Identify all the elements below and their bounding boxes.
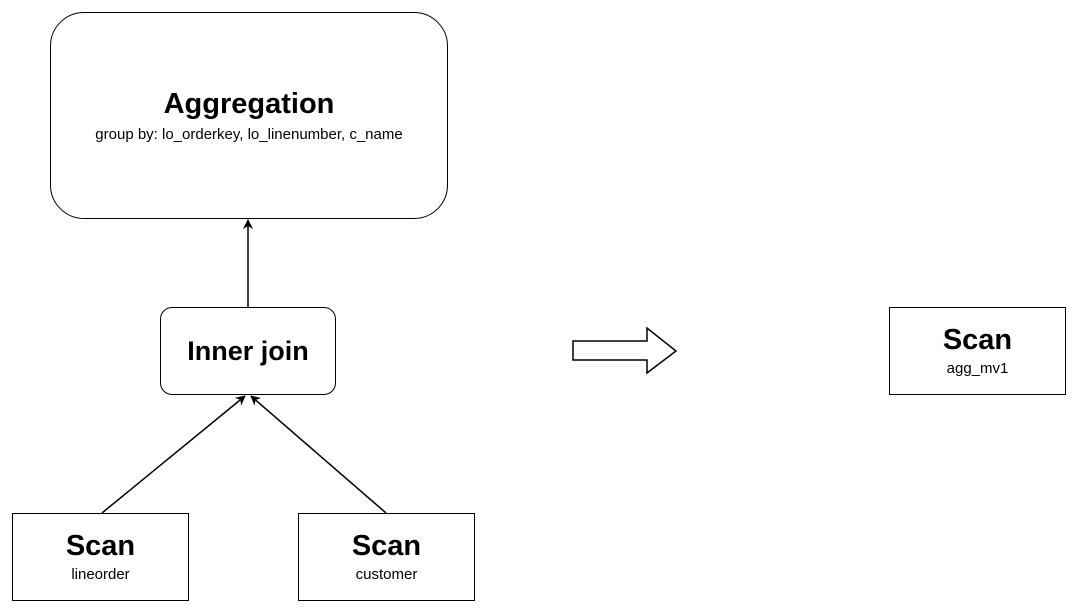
aggregation-group-by: group by: lo_orderkey, lo_linenumber, c_… xyxy=(95,125,403,143)
aggregation-node: Aggregation group by: lo_orderkey, lo_li… xyxy=(50,12,448,219)
scan-customer-node: Scan customer xyxy=(298,513,475,601)
scan-agg-mv1-title: Scan xyxy=(942,324,1013,356)
scan-lineorder-node: Scan lineorder xyxy=(12,513,189,601)
scan-agg-mv1-table: agg_mv1 xyxy=(946,360,1009,377)
scan-customer-title: Scan xyxy=(351,530,422,562)
inner-join-title: Inner join xyxy=(187,336,309,366)
scan-customer-table: customer xyxy=(355,566,418,583)
edge-customer-to-join xyxy=(250,395,387,514)
scan-agg-mv1-node: Scan agg_mv1 xyxy=(889,307,1066,395)
transform-arrow xyxy=(572,326,678,375)
aggregation-title: Aggregation xyxy=(163,87,335,120)
scan-lineorder-table: lineorder xyxy=(71,566,130,583)
edge-lineorder-to-join xyxy=(101,395,246,514)
inner-join-node: Inner join xyxy=(160,307,336,395)
scan-lineorder-title: Scan xyxy=(65,530,136,562)
